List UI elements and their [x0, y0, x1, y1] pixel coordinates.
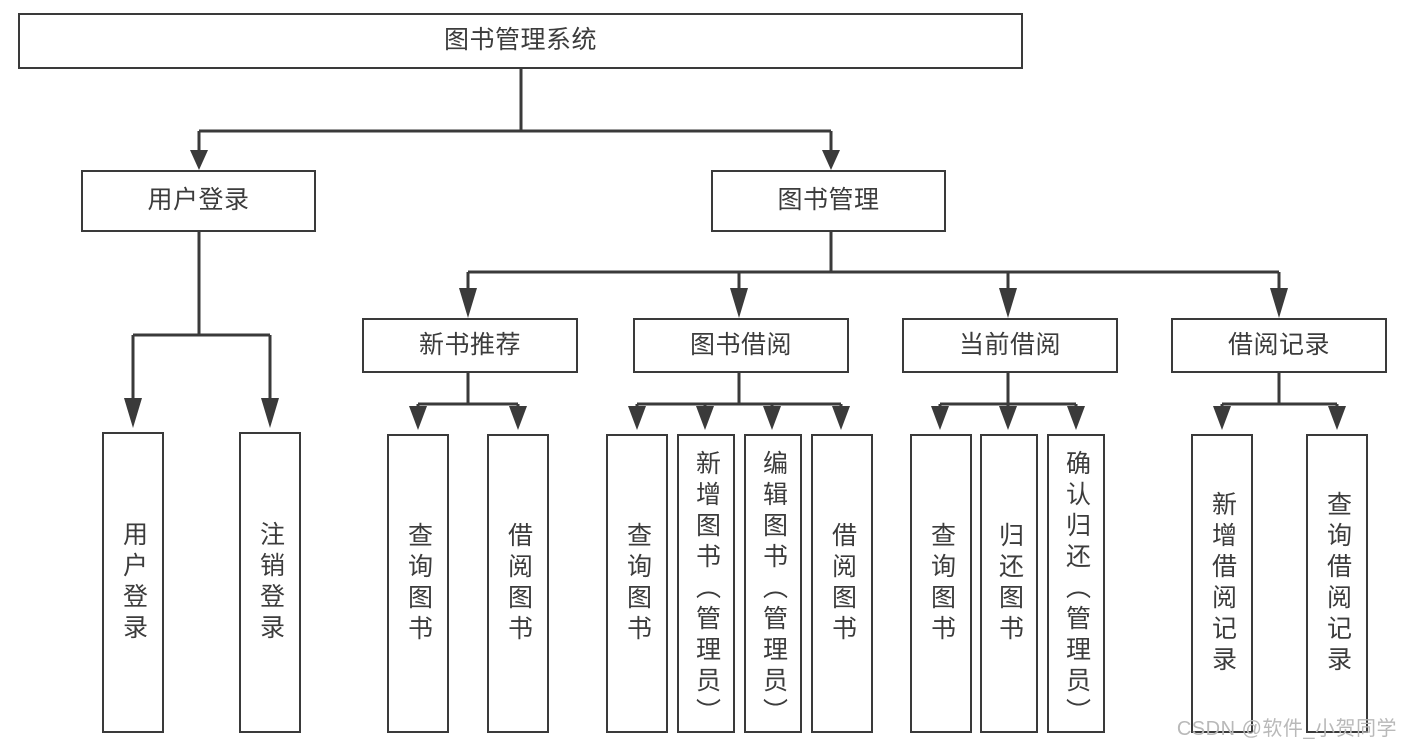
arrow-nbr-leaf-2: [509, 406, 527, 430]
leaf-label: 查询图书: [927, 521, 956, 646]
leaf-book-borrow-query[interactable]: 查询图书: [606, 434, 668, 733]
leaf-book-borrow-edit[interactable]: 编辑图书（管理员）: [744, 434, 802, 733]
node-book-borrow-label: 图书借阅: [689, 330, 792, 359]
leaf-borrow-record-query[interactable]: 查询借阅记录: [1306, 434, 1368, 733]
leaf-label: 归还图书: [995, 521, 1024, 646]
arrow-user-login-leaf-2: [261, 398, 279, 428]
leaf-label: 编辑图书（管理员）: [759, 450, 788, 729]
arrow-bb-leaf-3: [763, 406, 781, 430]
leaf-book-borrow-borrow[interactable]: 借阅图书: [811, 434, 873, 733]
leaf-book-borrow-add[interactable]: 新增图书（管理员）: [677, 434, 735, 733]
arrow-bm-to-current-borrow: [999, 288, 1017, 318]
node-book-borrow[interactable]: 图书借阅: [633, 318, 849, 373]
node-root[interactable]: 图书管理系统: [18, 13, 1023, 69]
node-root-label: 图书管理系统: [443, 26, 597, 55]
arrow-bb-leaf-1: [628, 406, 646, 430]
arrow-bm-to-new-book-rec: [459, 288, 477, 318]
leaf-label: 新增图书（管理员）: [692, 450, 721, 729]
leaf-label: 注销登录: [256, 520, 285, 645]
watermark: CSDN @软件_小贺同学: [1176, 718, 1397, 740]
leaf-label: 查询图书: [623, 521, 652, 646]
arrow-nbr-leaf-1: [409, 406, 427, 430]
leaf-label: 用户登录: [119, 520, 148, 645]
leaf-new-book-rec-query[interactable]: 查询图书: [387, 434, 449, 733]
arrow-bb-leaf-2: [696, 406, 714, 430]
leaf-label: 查询图书: [404, 521, 433, 646]
node-book-manage-label: 图书管理: [777, 186, 880, 215]
arrow-user-login-leaf-1: [124, 398, 142, 428]
arrow-bm-to-borrow-record: [1270, 288, 1288, 318]
leaf-current-borrow-confirm[interactable]: 确认归还（管理员）: [1047, 434, 1105, 733]
leaf-user-login-login[interactable]: 用户登录: [102, 432, 164, 733]
leaf-label: 确认归还（管理员）: [1062, 450, 1091, 729]
arrow-bb-leaf-4: [832, 406, 850, 430]
arrow-br-leaf-2: [1328, 406, 1346, 430]
node-new-book-rec[interactable]: 新书推荐: [362, 318, 578, 373]
leaf-borrow-record-add[interactable]: 新增借阅记录: [1191, 434, 1253, 733]
leaf-label: 新增借阅记录: [1208, 490, 1237, 677]
arrow-bm-to-book-borrow: [730, 288, 748, 318]
arrow-root-to-book-manage: [822, 150, 840, 170]
arrow-cb-leaf-3: [1067, 406, 1085, 430]
arrow-br-leaf-1: [1213, 406, 1231, 430]
leaf-label: 查询借阅记录: [1323, 490, 1352, 677]
leaf-label: 借阅图书: [828, 521, 857, 646]
leaf-new-book-rec-borrow[interactable]: 借阅图书: [487, 434, 549, 733]
arrow-root-to-user-login: [190, 150, 208, 170]
node-user-login-label: 用户登录: [147, 186, 250, 215]
arrow-cb-leaf-1: [931, 406, 949, 430]
node-user-login[interactable]: 用户登录: [81, 170, 316, 232]
leaf-label: 借阅图书: [504, 521, 533, 646]
node-current-borrow-label: 当前借阅: [958, 330, 1061, 359]
leaf-current-borrow-return[interactable]: 归还图书: [980, 434, 1038, 733]
node-new-book-rec-label: 新书推荐: [418, 330, 521, 359]
node-current-borrow[interactable]: 当前借阅: [902, 318, 1118, 373]
leaf-user-login-logout[interactable]: 注销登录: [239, 432, 301, 733]
node-book-manage[interactable]: 图书管理: [711, 170, 946, 232]
node-borrow-record-label: 借阅记录: [1227, 330, 1330, 359]
leaf-current-borrow-query[interactable]: 查询图书: [910, 434, 972, 733]
node-borrow-record[interactable]: 借阅记录: [1171, 318, 1387, 373]
arrow-cb-leaf-2: [999, 406, 1017, 430]
